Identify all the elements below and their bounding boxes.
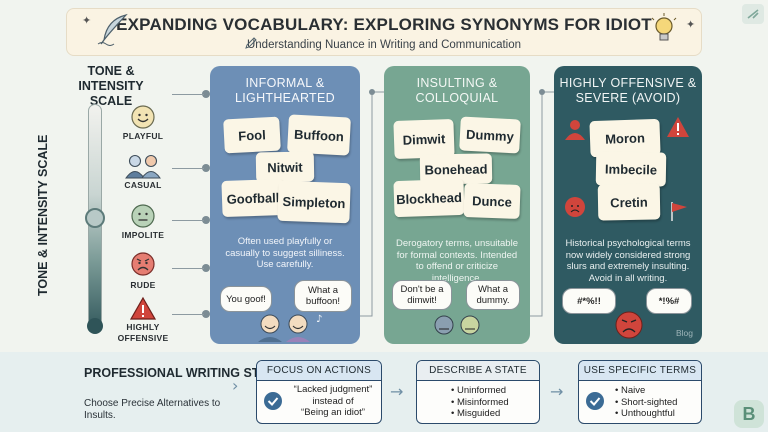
speech-bubble: What a dummy.	[466, 280, 520, 310]
strategy-heading: USE SPECIFIC TERMS	[579, 361, 701, 381]
page-title: EXPANDING VOCABULARY: EXPLORING SYNONYMS…	[116, 15, 652, 34]
angry-face-icon	[615, 311, 643, 339]
word-card: Blockhead	[393, 178, 465, 218]
frowning-face-icon	[131, 204, 155, 228]
strategy-box-state: DESCRIBE A STATE • Uninformed • Misinfor…	[416, 360, 540, 424]
page-subtitle: Understanding Nuance in Writing and Comm…	[246, 39, 522, 51]
column-heading: INFORMAL & LIGHTHEARTED	[235, 76, 335, 105]
column-heading: HIGHLY OFFENSIVE & SEVERE (AVOID)	[559, 76, 697, 105]
angry-face-icon	[565, 197, 585, 217]
strategy-line: “Being an idiot”	[301, 407, 365, 418]
corner-logo-icon: B	[734, 400, 764, 428]
checkmark-icon	[264, 392, 282, 410]
arrow-right-icon: →	[390, 382, 404, 401]
word-card: Simpleton	[277, 180, 351, 224]
intensity-scale-knob	[85, 208, 105, 228]
smiling-face-icon	[131, 105, 155, 129]
level-label-playful: PLAYFUL	[122, 131, 164, 141]
strategy-line: • Short-sighted	[615, 396, 678, 408]
strategy-line: • Misguided	[451, 408, 501, 419]
scale-vertical-label: TONE & INTENSITY SCALE	[36, 134, 50, 296]
connector-dot	[202, 310, 210, 318]
word-card: Goofball	[221, 178, 285, 218]
word-card: Buffoon	[287, 114, 351, 156]
connector-line	[172, 168, 204, 169]
strategy-box-actions: FOCUS ON ACTIONS “Lacked judgment” inste…	[256, 360, 382, 424]
annoyed-people-icon	[434, 315, 480, 335]
pencil-icon	[245, 37, 257, 49]
strategy-line: • Unthoughtful	[615, 408, 675, 419]
header-banner: EXPANDING VOCABULARY: EXPLORING SYNONYMS…	[66, 8, 702, 56]
warning-icon	[130, 296, 156, 320]
speech-bubble: What a buffoon!	[294, 280, 352, 312]
word-card: Fool	[223, 116, 281, 154]
column-heading: INSULTING & COLLOQUIAL	[415, 76, 499, 105]
column-description: Often used playfully or casually to sugg…	[225, 236, 345, 270]
scale-title: TONE & INTENSITY SCALE	[78, 64, 144, 108]
speech-bubble: *!%#	[646, 288, 692, 314]
strategy-line: • Naive	[615, 385, 646, 396]
word-card: Cretin	[597, 183, 661, 221]
chevron-right-icon: ›	[232, 376, 239, 395]
connector-dot	[202, 264, 210, 272]
connector-line	[172, 94, 204, 95]
connector-line	[172, 268, 204, 269]
connector-dot	[202, 164, 210, 172]
connector-dot	[202, 216, 210, 224]
connector-line	[172, 220, 204, 221]
strategy-heading: FOCUS ON ACTIONS	[257, 361, 381, 381]
strategy-heading: DESCRIBE A STATE	[417, 361, 539, 381]
word-card: Imbecile	[595, 151, 667, 187]
strategy-line: “Lacked judgment”	[293, 384, 373, 395]
quill-pen-icon	[97, 13, 128, 46]
column-insulting: INSULTING & COLLOQUIAL Dimwit Dummy Bone…	[384, 66, 530, 344]
strategy-line: • Uninformed	[451, 385, 507, 396]
connector-dot	[202, 90, 210, 98]
strategy-line: • Misinformed	[451, 396, 509, 408]
speech-bubble: You goof!	[220, 286, 272, 312]
watermark-text: Blog	[676, 328, 694, 338]
laughing-people-icon: ♪	[258, 314, 322, 342]
level-label-impolite: IMPOLITE	[121, 230, 165, 240]
flag-icon	[671, 202, 687, 221]
person-icon	[565, 120, 585, 140]
two-people-icon	[125, 154, 161, 179]
speech-bubble: Don't be a dimwit!	[392, 280, 452, 310]
word-card: Dummy	[459, 116, 521, 154]
column-informal: INFORMAL & LIGHTHEARTED Fool Buffoon Nit…	[210, 66, 360, 344]
strategy-line: instead of	[312, 395, 354, 407]
strategy-box-terms: USE SPECIFIC TERMS • Naive • Short-sight…	[578, 360, 702, 424]
word-card: Dimwit	[393, 118, 455, 160]
sparkle-icon: ✦	[82, 14, 92, 27]
word-card: Dunce	[463, 183, 521, 219]
connector-line	[172, 314, 204, 315]
arrow-right-icon: →	[550, 382, 564, 401]
strategies-subtitle: Choose Precise Alternatives to Insults.	[84, 398, 221, 421]
sparkle-icon: ✦	[686, 18, 696, 31]
level-label-highly-offensive: HIGHLY OFFENSIVE	[117, 322, 169, 343]
column-connector	[530, 89, 556, 317]
column-description: Derogatory terms, unsuitable for formal …	[396, 238, 518, 284]
warning-icon	[667, 117, 689, 137]
intensity-scale-end	[87, 318, 103, 334]
checkmark-icon	[586, 392, 604, 410]
angry-face-icon	[131, 252, 155, 276]
speech-bubble: #*%!!	[562, 288, 616, 314]
column-description: Historical psychological terms now widel…	[565, 238, 691, 284]
svg-text:♪: ♪	[316, 314, 322, 325]
corner-logo-icon	[742, 4, 764, 24]
column-offensive: HIGHLY OFFENSIVE & SEVERE (AVOID) Moron …	[554, 66, 702, 344]
level-label-rude: RUDE	[130, 280, 156, 290]
lightbulb-icon	[651, 13, 677, 41]
column-connector	[360, 89, 386, 317]
word-card: Nitwit	[255, 151, 315, 183]
level-label-casual: CASUAL	[124, 180, 162, 190]
